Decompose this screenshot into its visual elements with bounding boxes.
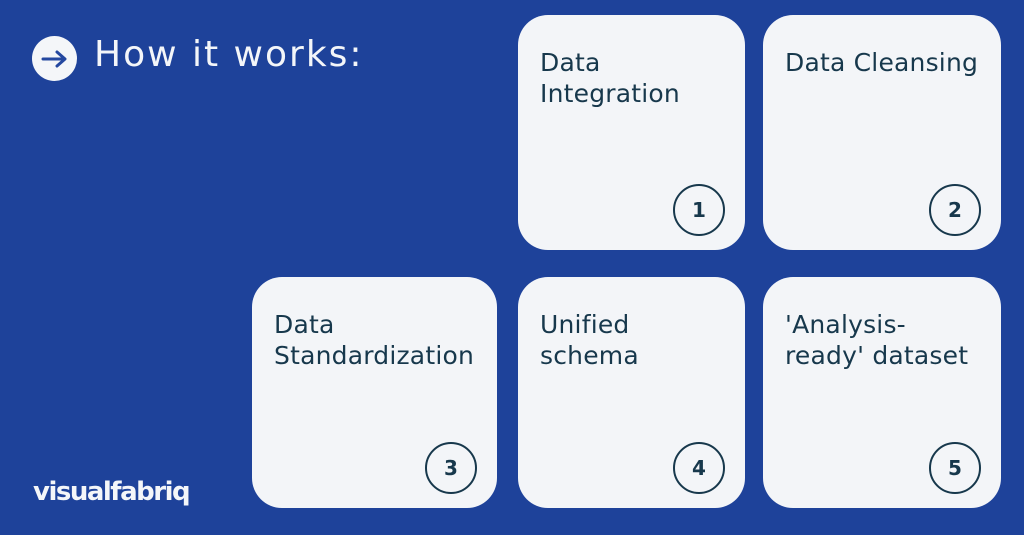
card-data-standardization: Data Standardization 3 <box>252 277 497 508</box>
card-data-integration: Data Integration 1 <box>518 15 745 250</box>
visualfabriq-logo: visualfabriq <box>33 477 191 507</box>
step-number: 1 <box>692 198 706 222</box>
step-number-badge: 5 <box>929 442 981 494</box>
step-number-badge: 4 <box>673 442 725 494</box>
card-label: Data Cleansing <box>785 48 979 77</box>
card-label: Data Integration <box>540 48 680 108</box>
card-label: Unified schema <box>540 310 639 370</box>
card-data-cleansing: Data Cleansing 2 <box>763 15 1001 250</box>
card-unified-schema: Unified schema 4 <box>518 277 745 508</box>
step-number: 2 <box>948 198 962 222</box>
step-number-badge: 2 <box>929 184 981 236</box>
right-arrow-icon <box>32 36 77 81</box>
step-number-badge: 3 <box>425 442 477 494</box>
page-title: How it works: <box>94 34 364 75</box>
step-number: 5 <box>948 456 962 480</box>
card-label: 'Analysis-ready' dataset <box>785 310 969 370</box>
card-label: Data Standardization <box>274 310 475 370</box>
step-number-badge: 1 <box>673 184 725 236</box>
step-number: 3 <box>444 456 458 480</box>
step-number: 4 <box>692 456 706 480</box>
card-analysis-ready-dataset: 'Analysis-ready' dataset 5 <box>763 277 1001 508</box>
